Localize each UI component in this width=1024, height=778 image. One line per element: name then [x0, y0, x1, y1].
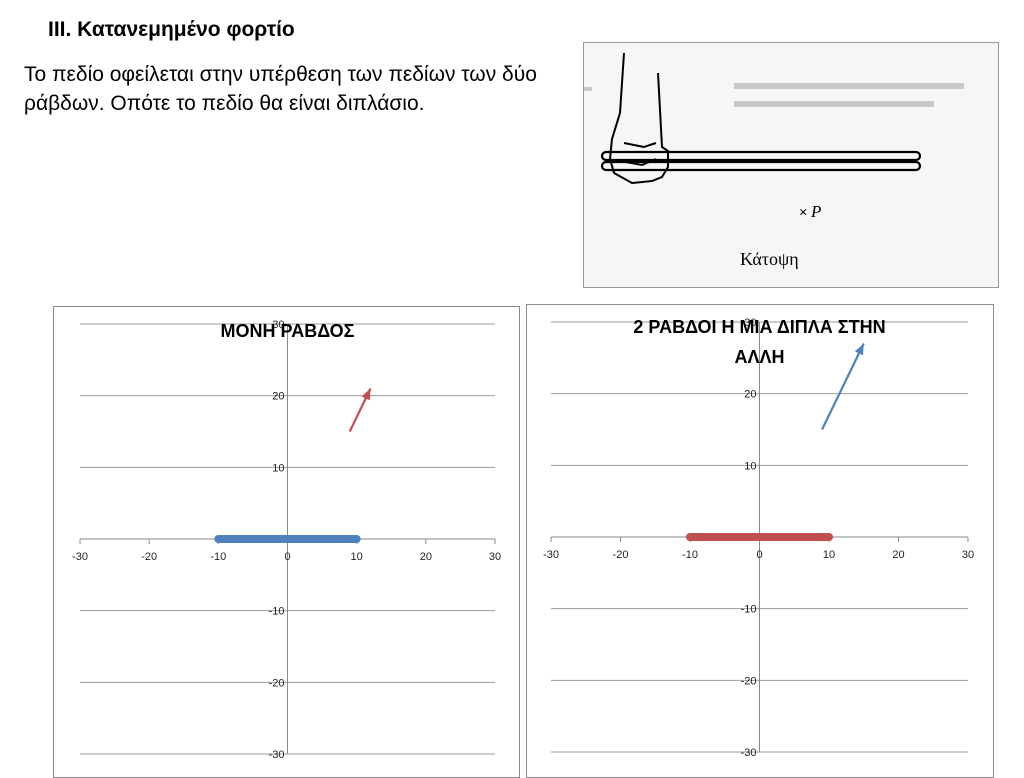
x-tick-label: -20 [141, 551, 157, 563]
x-tick-label: -10 [682, 549, 698, 561]
y-tick-label: 10 [744, 460, 756, 472]
field-arrow-head [361, 388, 371, 401]
y-tick-label: -30 [741, 747, 757, 759]
y-tick-label: -30 [269, 749, 285, 761]
faint-scan-text [584, 83, 964, 107]
field-arrow [821, 343, 865, 430]
x-tick-label: 0 [756, 549, 762, 561]
x-tick-label: 20 [892, 549, 904, 561]
x-tick-label: 30 [489, 551, 501, 563]
x-tick-label: -10 [210, 551, 226, 563]
rods [600, 150, 922, 172]
hand-sketch [608, 52, 669, 185]
x-tick-label: 10 [823, 549, 835, 561]
y-tick-label: 30 [744, 317, 756, 329]
chart-title-line: ΑΛΛΗ [734, 347, 784, 367]
y-tick-label: -10 [269, 606, 285, 618]
point-mark: × [799, 205, 808, 221]
slide-heading: III. Κατανεμημένο φορτίο [48, 18, 295, 41]
x-tick-label: 30 [962, 549, 974, 561]
y-tick-label: -10 [741, 604, 757, 616]
x-tick-label: 0 [284, 551, 290, 563]
x-tick-label: -30 [543, 549, 559, 561]
y-tick-label: -20 [741, 675, 757, 687]
x-tick-label: 20 [420, 551, 432, 563]
field-arrow-head [854, 343, 864, 356]
chart-title: ΜΟΝΗ ΡΑΒΔΟΣ [221, 321, 355, 341]
x-tick-label: 10 [351, 551, 363, 563]
point-label: P [810, 202, 821, 221]
y-tick-label: 20 [272, 391, 284, 403]
y-tick-label: -20 [269, 677, 285, 689]
y-tick-label: 20 [744, 389, 756, 401]
x-tick-label: -20 [613, 549, 629, 561]
rods-illustration: × P Κάτοψη [583, 42, 999, 288]
y-tick-label: 30 [272, 319, 284, 331]
figure-caption: Κάτοψη [740, 249, 799, 269]
slide-body-text: Το πεδίο οφείλεται στην υπέρθεση των πεδ… [24, 63, 537, 115]
y-tick-label: 10 [272, 462, 284, 474]
x-tick-label: -30 [72, 551, 88, 563]
chart-title-line: 2 ΡΑΒΔΟΙ Η ΜΙΑ ΔΙΠΛΑ ΣΤΗΝ [633, 317, 885, 337]
